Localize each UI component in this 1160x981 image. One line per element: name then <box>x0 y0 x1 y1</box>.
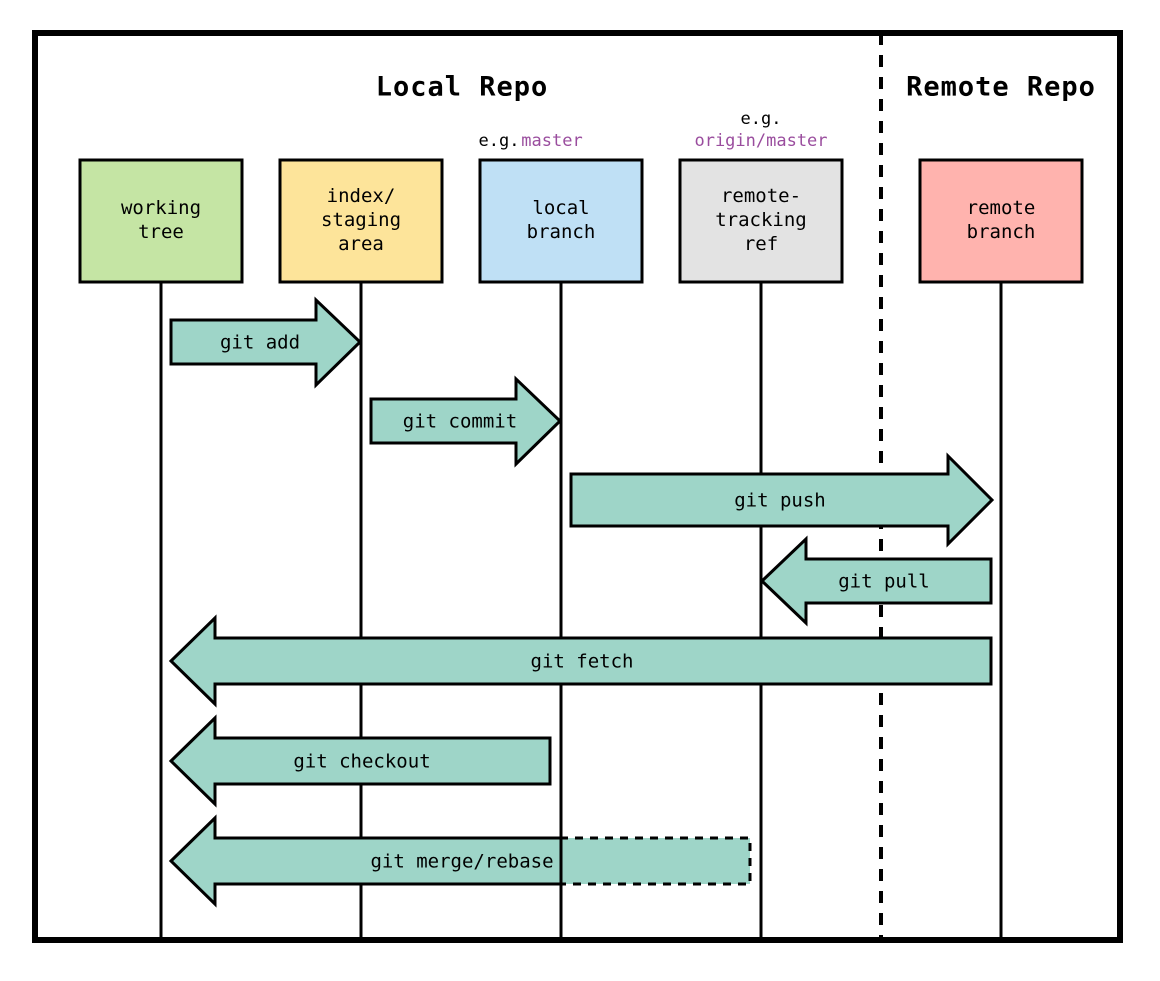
node-index-staging-area-box[interactable] <box>278 158 444 284</box>
remote-repo-title: Remote Repo <box>906 72 1096 103</box>
arrow-git-commit-shape[interactable] <box>369 375 563 468</box>
node-local-branch-label-line-2: branch <box>527 221 596 243</box>
node-working-tree-box[interactable] <box>78 158 244 284</box>
annotation-remote-tracking-ref: e.g. origin/master <box>694 109 827 151</box>
node-remote-branch-label-line-2: branch <box>967 221 1036 243</box>
node-local-branch[interactable]: local branch <box>478 158 644 284</box>
arrow-git-push-label: git push <box>734 490 826 512</box>
arrow-git-fetch-label: git pull <box>838 571 930 593</box>
node-remote-tracking-label-line-2: tracking <box>715 209 807 231</box>
arrow-git-pull-shape[interactable] <box>168 614 993 708</box>
arrow-git-push[interactable]: git push <box>569 452 995 548</box>
arrow-git-commit-label: git commit <box>403 411 517 433</box>
arrow-git-checkout-label: git checkout <box>293 751 430 773</box>
arrow-git-commit[interactable]: git commit <box>369 375 563 468</box>
arrow-git-add[interactable]: git add <box>169 296 363 389</box>
arrow-git-merge-rebase-shape[interactable] <box>168 814 563 908</box>
arrow-git-merge-rebase-label: git merge/rebase <box>370 851 553 873</box>
node-remote-tracking-ref-box[interactable] <box>678 158 844 284</box>
node-index-label-line-1: index/ <box>327 185 396 207</box>
node-remote-tracking-label-line-1: remote- <box>721 185 801 207</box>
arrow-git-push-shape[interactable] <box>569 452 995 548</box>
node-remote-branch-label-line-1: remote <box>967 197 1036 219</box>
node-remote-tracking-label-line-3: ref <box>744 233 778 255</box>
node-working-tree-label-line-1: working <box>121 197 201 219</box>
node-local-branch-box[interactable] <box>478 158 644 284</box>
node-working-tree-label-line-2: tree <box>138 221 184 243</box>
node-working-tree[interactable]: working tree <box>78 158 244 284</box>
node-remote-branch[interactable]: remote branch <box>918 158 1084 284</box>
arrow-git-merge-rebase[interactable]: git merge/rebase <box>168 814 752 908</box>
arrow-git-pull-label: git fetch <box>531 651 634 673</box>
arrow-git-add-shape[interactable] <box>169 296 363 389</box>
annotation-local-branch-value: master <box>521 131 582 151</box>
arrow-git-pull[interactable]: git fetch <box>168 614 993 708</box>
node-remote-tracking-ref[interactable]: remote- tracking ref <box>678 158 844 284</box>
node-index-label-line-2: staging <box>321 209 401 231</box>
arrow-git-fetch[interactable]: git pull <box>759 535 993 627</box>
annotation-local-branch-prefix: e.g. <box>479 131 520 151</box>
local-repo-title: Local Repo <box>376 72 549 103</box>
annotation-local-branch: e.g. master <box>479 131 583 151</box>
node-local-branch-label-line-1: local <box>532 197 589 219</box>
arrow-git-checkout[interactable]: git checkout <box>168 714 552 808</box>
node-remote-branch-box[interactable] <box>918 158 1084 284</box>
annotation-remote-tracking-value: origin/master <box>694 131 827 151</box>
arrow-git-add-label: git add <box>220 332 300 354</box>
annotation-remote-tracking-prefix: e.g. <box>741 109 782 129</box>
arrow-git-checkout-shape[interactable] <box>168 714 552 808</box>
node-index-label-line-3: area <box>338 233 384 255</box>
node-index-staging-area[interactable]: index/ staging area <box>278 158 444 284</box>
arrow-git-merge-rebase-dashed-tail[interactable] <box>558 836 752 886</box>
arrow-git-fetch-shape[interactable] <box>759 535 993 627</box>
